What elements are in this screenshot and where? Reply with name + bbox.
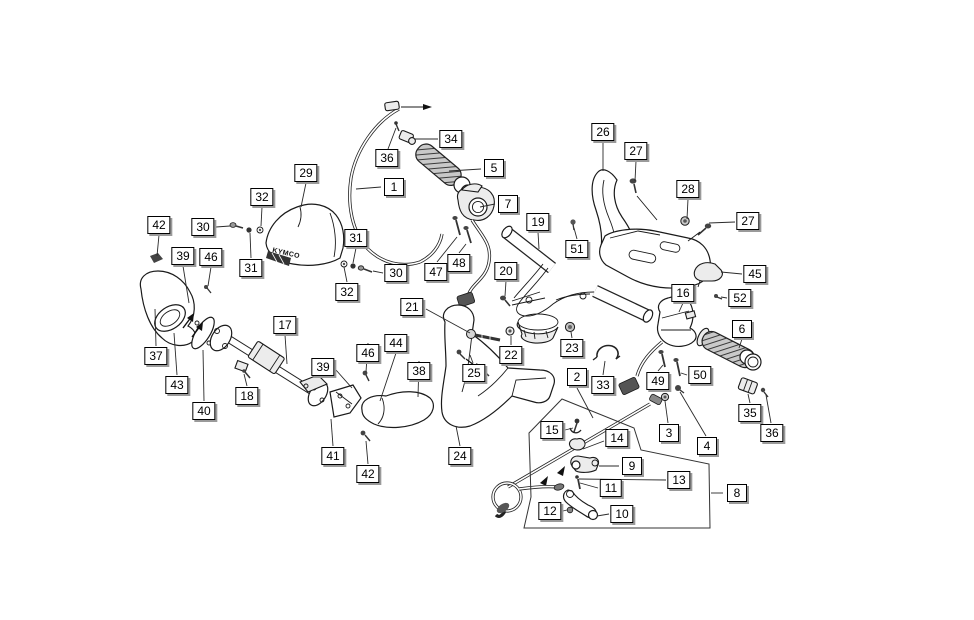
part-label-21[interactable]: 21 [400,298,424,316]
part-label-42a[interactable]: 42 [147,216,171,234]
part-label-30a[interactable]: 30 [191,218,215,236]
part-small-fasteners-center-drawing [500,219,621,361]
part-label-13[interactable]: 13 [667,471,691,489]
part-label-3[interactable]: 3 [659,424,679,442]
part-label-30b[interactable]: 30 [384,264,408,282]
part-label-47[interactable]: 47 [424,263,448,281]
part-label-36b[interactable]: 36 [760,424,784,442]
part-right-grip-drawing [696,327,769,398]
part-label-14[interactable]: 14 [605,429,629,447]
part-label-37[interactable]: 37 [144,347,168,365]
part-label-12[interactable]: 12 [538,502,562,520]
part-lever-group-drawing [562,418,600,521]
part-label-29[interactable]: 29 [294,164,318,182]
part-handlebar-drawing [501,225,654,344]
part-right-switch-drawing [618,296,697,395]
part-label-38[interactable]: 38 [407,362,431,380]
part-boot-drawing [139,270,215,350]
part-label-32a[interactable]: 32 [250,188,274,206]
part-label-16[interactable]: 16 [671,284,695,302]
part-label-46a[interactable]: 46 [199,248,223,266]
part-label-52[interactable]: 52 [728,289,752,307]
part-label-27a[interactable]: 27 [624,142,648,160]
part-label-32b[interactable]: 32 [335,283,359,301]
part-label-51[interactable]: 51 [565,240,589,258]
part-end-cap-drawing [693,262,723,300]
part-label-31a[interactable]: 31 [239,259,263,277]
part-label-44[interactable]: 44 [384,334,408,352]
part-label-7[interactable]: 7 [498,195,518,213]
part-label-15[interactable]: 15 [540,421,564,439]
part-label-6[interactable]: 6 [732,320,752,338]
part-label-25[interactable]: 25 [462,364,486,382]
part-label-35[interactable]: 35 [738,404,762,422]
part-label-28[interactable]: 28 [676,180,700,198]
part-label-48[interactable]: 48 [447,254,471,272]
part-label-17[interactable]: 17 [273,316,297,334]
part-label-22[interactable]: 22 [499,346,523,364]
part-label-19[interactable]: 19 [526,213,550,231]
part-label-11[interactable]: 11 [599,479,623,497]
part-label-20[interactable]: 20 [494,262,518,280]
part-label-27b[interactable]: 27 [736,212,760,230]
leader-lines [154,127,772,517]
part-throttle-cable-drawing [348,100,444,267]
part-label-39b[interactable]: 39 [311,358,335,376]
part-label-45[interactable]: 45 [743,265,767,283]
part-label-40[interactable]: 40 [192,402,216,420]
part-label-1[interactable]: 1 [384,178,404,196]
part-cover-fasteners-drawing [229,222,373,273]
part-label-39a[interactable]: 39 [171,247,195,265]
part-label-49[interactable]: 49 [646,372,670,390]
part-label-31b[interactable]: 31 [344,229,368,247]
part-lower-cover-drawing [599,178,712,289]
part-label-8[interactable]: 8 [727,484,747,502]
part-left-switch-drawing [456,183,495,308]
part-label-10[interactable]: 10 [610,505,634,523]
part-kymco-cover-drawing: KYMCO [265,203,345,266]
part-label-34[interactable]: 34 [439,130,463,148]
part-label-18[interactable]: 18 [235,387,259,405]
part-label-36a[interactable]: 36 [375,149,399,167]
part-adjuster-drawing [394,121,416,145]
part-label-2[interactable]: 2 [567,368,587,386]
part-right-fasteners-drawing [658,350,685,402]
part-label-26[interactable]: 26 [591,123,615,141]
part-label-41[interactable]: 41 [321,447,345,465]
part-label-43[interactable]: 43 [165,376,189,394]
part-label-9[interactable]: 9 [622,457,642,475]
part-label-42b[interactable]: 42 [356,465,380,483]
part-label-5[interactable]: 5 [484,159,504,177]
group-8-boundary [523,398,711,529]
part-label-46b[interactable]: 46 [356,344,380,362]
part-label-33[interactable]: 33 [591,376,615,394]
part-label-4[interactable]: 4 [697,437,717,455]
part-label-50[interactable]: 50 [688,366,712,384]
part-label-23[interactable]: 23 [560,339,584,357]
part-screws-47-48-drawing [452,216,472,244]
part-label-24[interactable]: 24 [448,447,472,465]
